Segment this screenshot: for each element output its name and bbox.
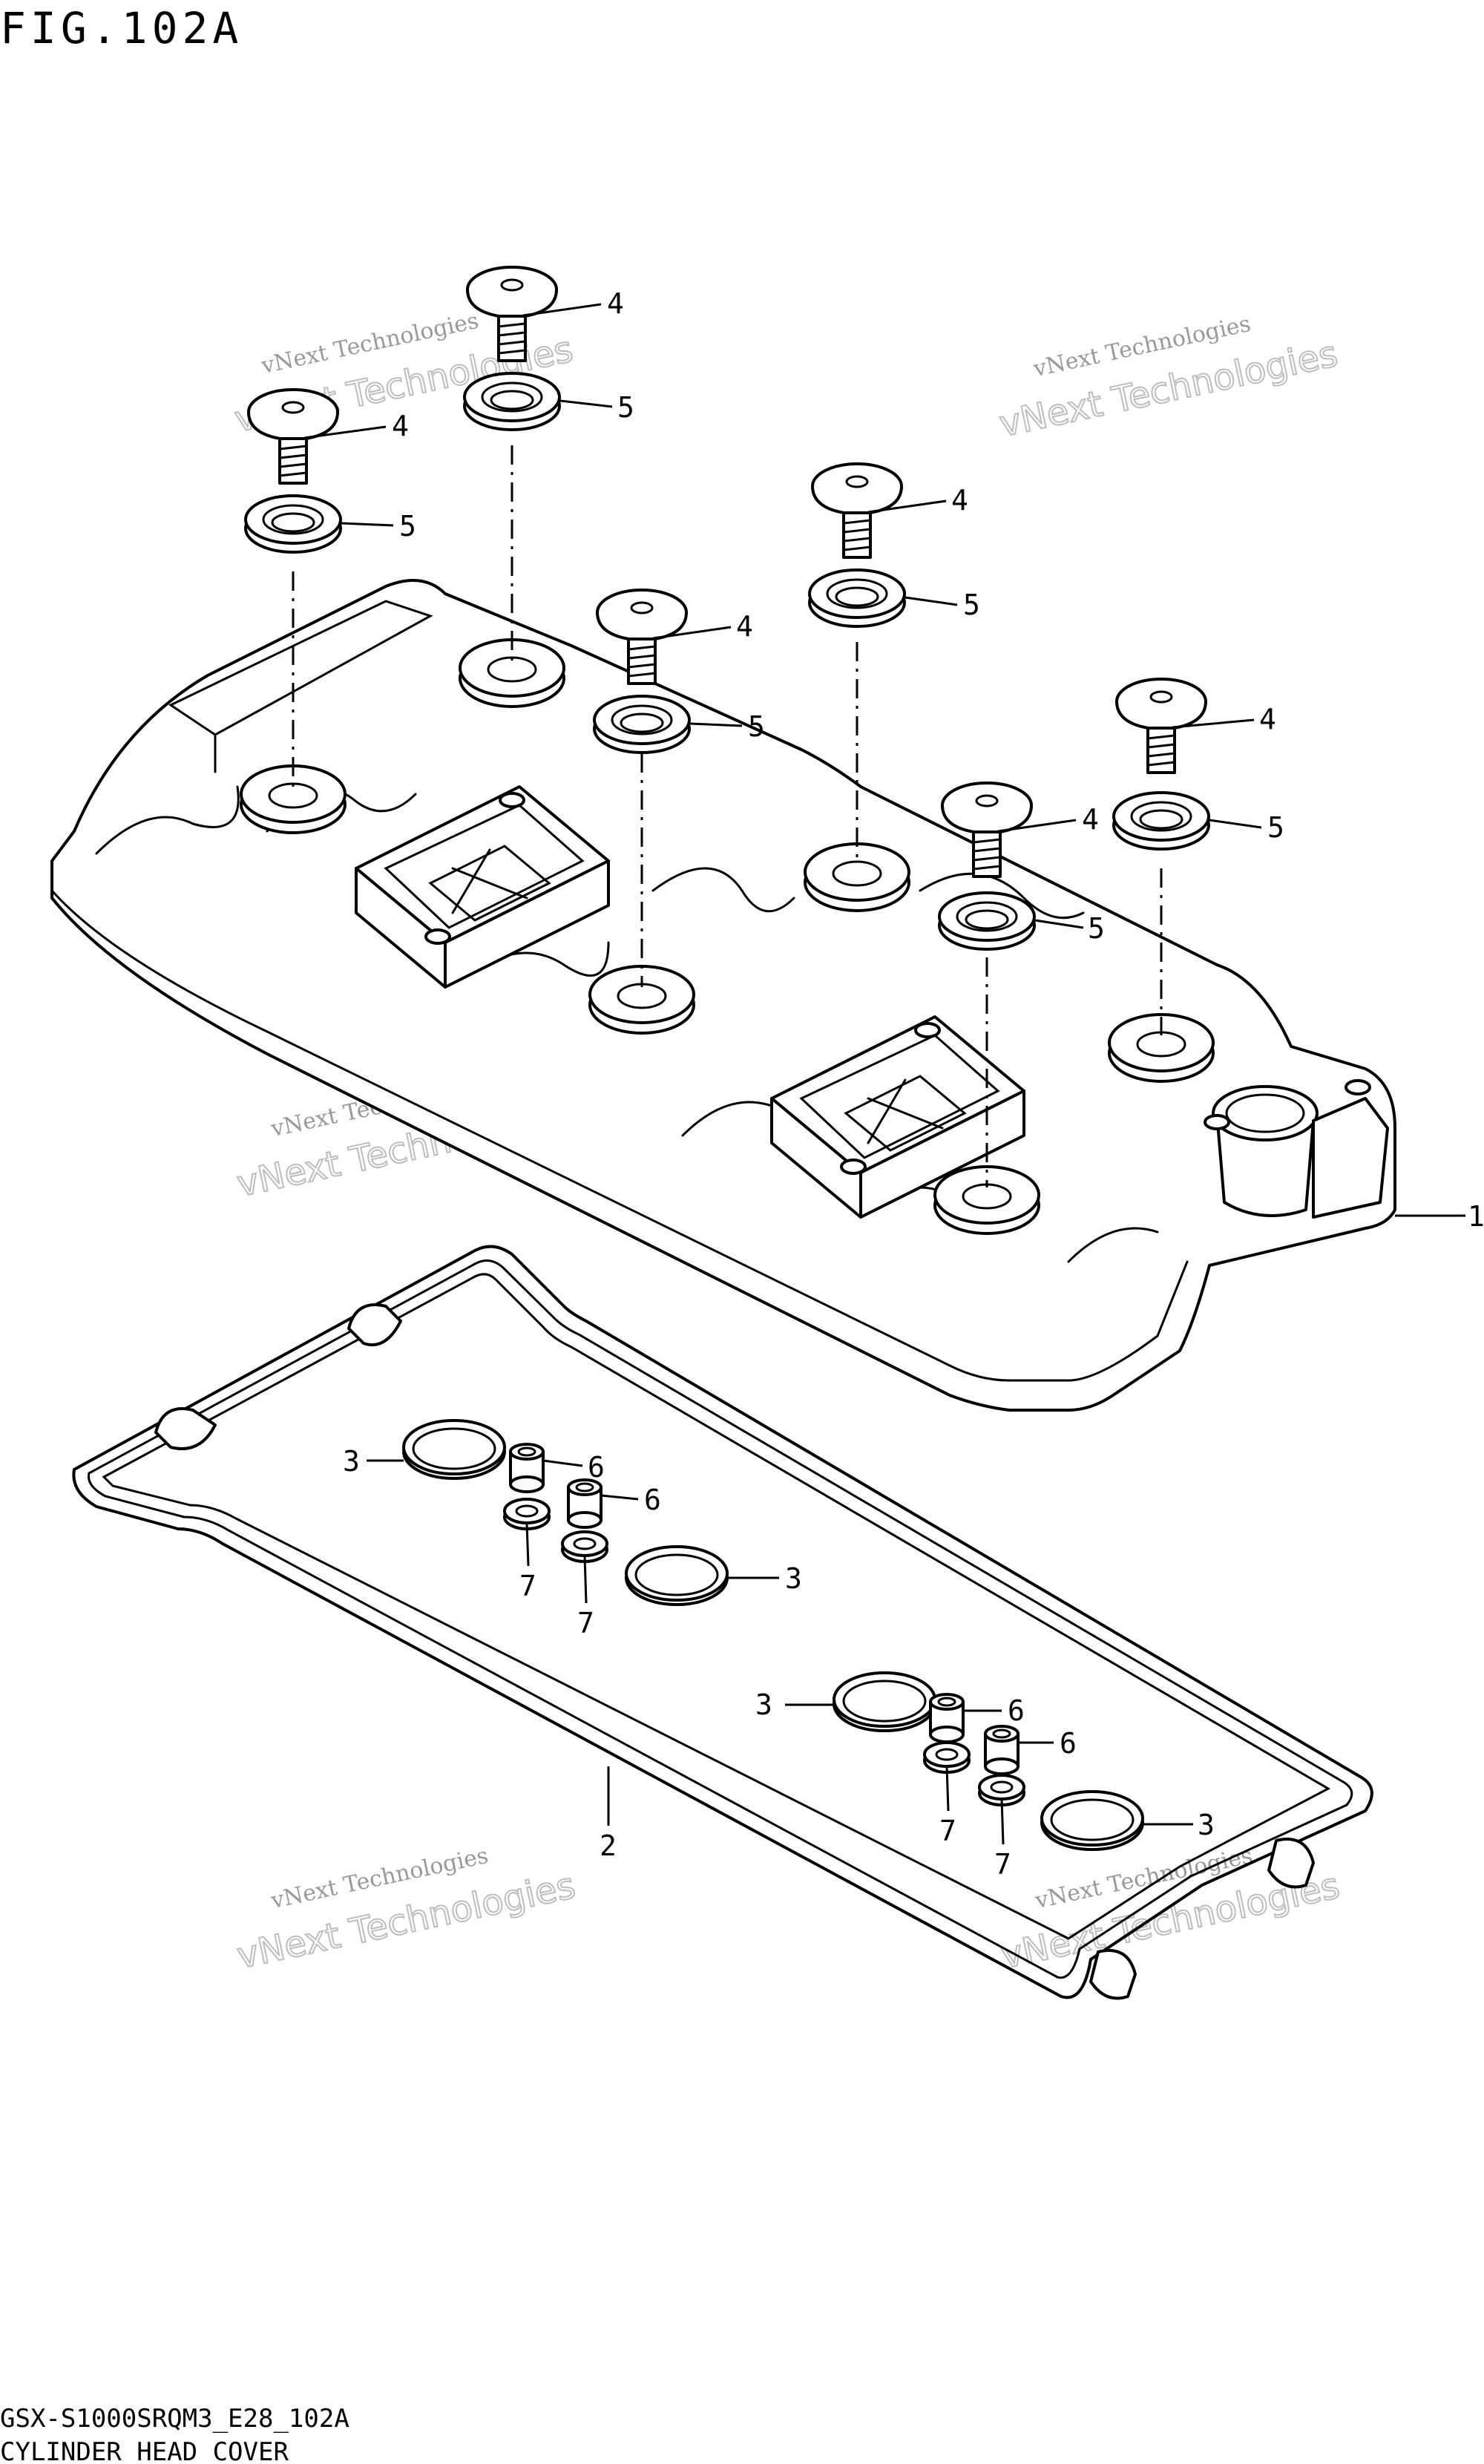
mount-boss-5: [933, 1165, 1040, 1235]
cover-end-tube: [1204, 1079, 1389, 1219]
leader-lines: [303, 303, 1465, 1845]
callout-6: 6: [644, 1484, 661, 1516]
callout-4: 4: [1082, 803, 1099, 836]
gasket-outer: [72, 1245, 1373, 1999]
callout-4: 4: [1259, 703, 1276, 735]
callout-5: 5: [1267, 811, 1284, 844]
gasket-tab-4: [1089, 1949, 1137, 2000]
callout-5: 5: [1088, 912, 1105, 945]
grommet-5e: [938, 891, 1036, 951]
callout-5: 5: [399, 510, 416, 543]
breather-box-right: [770, 1015, 1025, 1219]
gasket-tab-3: [1267, 1838, 1315, 1889]
callout-7: 7: [939, 1815, 956, 1847]
grommet-5f: [1112, 791, 1210, 851]
breather-box-left: [355, 785, 610, 989]
callout-6: 6: [1060, 1727, 1077, 1760]
callout-3: 3: [785, 1562, 802, 1595]
callout-3: 3: [755, 1688, 772, 1721]
grommet-5d: [808, 569, 906, 628]
o-ring-3d: [1040, 1790, 1144, 1851]
callout-3: 3: [1198, 1809, 1215, 1841]
dowel-6c: [929, 1693, 965, 1743]
callout-5: 5: [748, 710, 765, 743]
o-ring-3c: [833, 1671, 936, 1732]
callout-5: 5: [617, 391, 634, 424]
grommet-5c: [593, 695, 691, 754]
dowel-6b: [567, 1478, 603, 1529]
watermark-top-right: vNext Technologies vNext Technologies: [995, 311, 1342, 446]
watermark-bottom-left: vNext Technologies vNext Technologies: [233, 1843, 580, 1978]
callout-6: 6: [588, 1451, 605, 1484]
figure-title: FIG.102A: [0, 3, 243, 53]
callout-7: 7: [994, 1848, 1011, 1881]
callout-4: 4: [607, 287, 624, 320]
assembly-lines: [292, 445, 1163, 1187]
model-code: GSX-S1000SRQM3_E28_102A: [0, 2404, 349, 2434]
grommet-5a: [244, 494, 342, 554]
callout-7: 7: [577, 1607, 594, 1639]
callout-labels: 4 4 4 4 4 4 5 5 5 5 5 5 1 2 3 3 3 3 6 6 …: [343, 287, 1484, 1881]
gasket-tab-1: [347, 1303, 402, 1346]
cylinder-head-cover: [50, 579, 1396, 1412]
o-ring-3a: [402, 1419, 506, 1480]
callout-4: 4: [392, 410, 409, 442]
cover-ridge-line: [168, 600, 433, 773]
callout-6: 6: [1008, 1694, 1025, 1727]
gasket-tab-2: [154, 1407, 217, 1450]
cover-body-outline: [50, 579, 1396, 1412]
figure-caption: CYLINDER HEAD COVER: [0, 2437, 289, 2464]
callout-1: 1: [1468, 1200, 1484, 1233]
callout-3: 3: [343, 1445, 360, 1478]
bolt-4a: [247, 388, 339, 485]
dowel-6a: [509, 1443, 545, 1493]
gasket-inner-2: [102, 1273, 1331, 1940]
dowel-6d: [984, 1725, 1020, 1775]
callout-4: 4: [951, 484, 968, 517]
callout-2: 2: [600, 1829, 617, 1862]
grommet-5b: [463, 372, 561, 431]
cover-base-flange-line: [50, 889, 1189, 1382]
cover-gasket: [72, 1245, 1373, 2000]
bolt-4d: [811, 462, 903, 559]
callout-7: 7: [519, 1570, 536, 1602]
callout-5: 5: [963, 589, 980, 621]
gasket-inner: [87, 1259, 1353, 1979]
mount-boss-4: [804, 842, 910, 912]
callout-4: 4: [736, 610, 753, 643]
o-ring-3b: [625, 1545, 729, 1606]
